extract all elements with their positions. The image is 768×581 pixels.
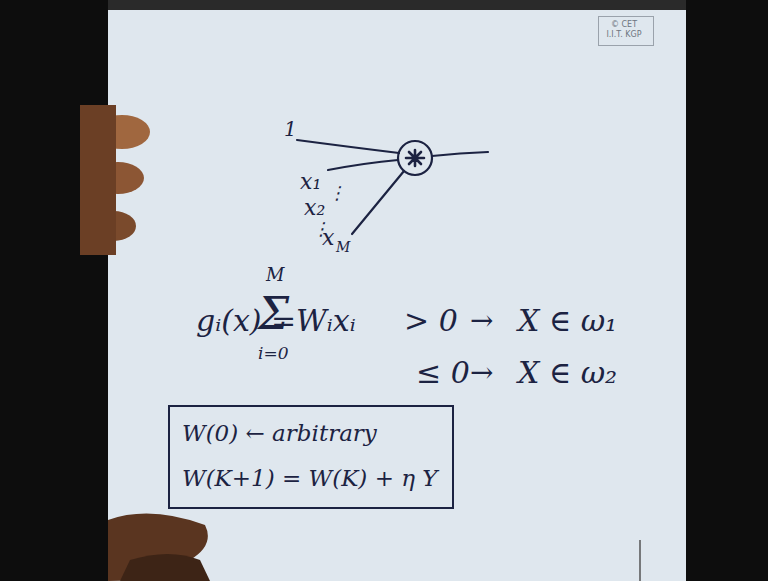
hand-bottom	[108, 514, 210, 581]
neuron-circle	[398, 141, 432, 175]
input-line	[328, 160, 398, 170]
handwritten-label: i=0	[258, 344, 289, 363]
handwritten-label: x	[322, 226, 334, 250]
handwritten-label: ≤ 0	[416, 356, 470, 389]
board-top-edge	[108, 0, 686, 10]
board-seam	[639, 540, 641, 581]
handwritten-label: Wᵢxᵢ	[296, 304, 356, 337]
whiteboard	[108, 8, 686, 581]
handwritten-label: x₂	[304, 196, 325, 220]
handwritten-label: ⋮	[328, 183, 346, 203]
handwritten-label: Σ	[258, 290, 289, 338]
handwritten-label: →	[470, 306, 493, 337]
handwritten-label: M	[336, 240, 350, 255]
handwritten-label: X ∈ ω₁	[518, 304, 617, 337]
handwritten-label: x₁	[300, 170, 321, 194]
output-line	[432, 152, 488, 156]
hand-left	[80, 105, 150, 255]
handwritten-label: X ∈ ω₂	[518, 356, 617, 389]
handwritten-label: →	[470, 358, 493, 389]
watermark-text: © CET I.I.T. KGP	[602, 20, 646, 40]
input-line	[297, 140, 399, 153]
watermark-box: © CET I.I.T. KGP	[598, 16, 654, 46]
handwritten-label: M	[266, 265, 284, 285]
input-line	[352, 171, 404, 234]
equation-text: W(K+1) = W(K) + η Y	[182, 464, 440, 493]
neuron-scribble	[406, 150, 424, 166]
equation-text: W(0) ← arbitrary	[182, 419, 440, 448]
handwritten-label: > 0	[404, 304, 458, 337]
update-rule-box: W(0) ← arbitraryW(K+1) = W(K) + η Y	[168, 405, 454, 509]
handwritten-label: 1	[284, 118, 297, 140]
